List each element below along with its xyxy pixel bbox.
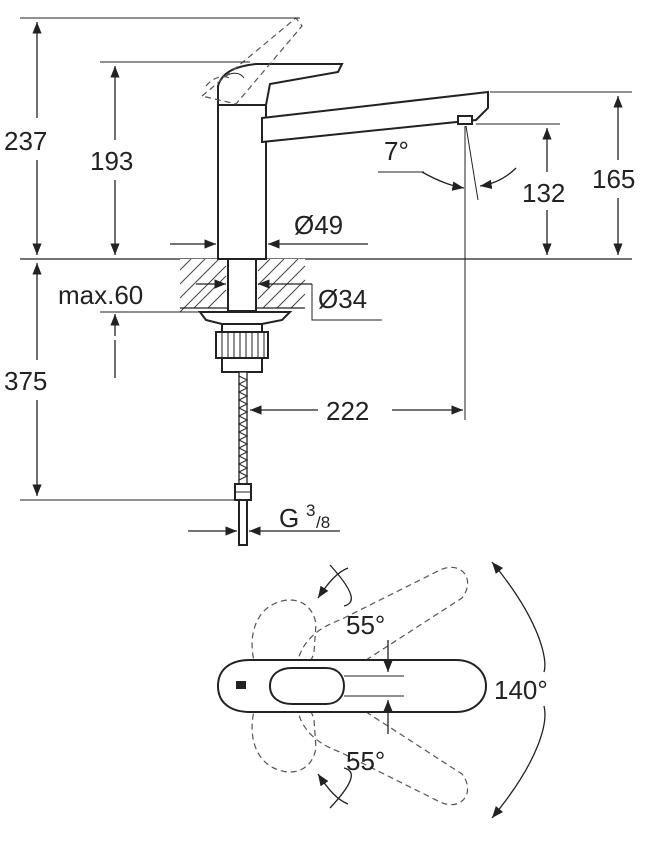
lever-handle (217, 63, 344, 106)
dim-total-height (20, 17, 300, 255)
lever-top (216, 659, 488, 713)
spout (261, 90, 489, 144)
shank (227, 258, 257, 312)
lever-right-lower-ghost (295, 684, 469, 806)
label-connection: G (279, 503, 299, 533)
dim-angle-upper (317, 567, 393, 672)
lever-right-upper-ghost (295, 566, 469, 688)
lever-left-upper-ghost (251, 599, 317, 680)
aerator (457, 115, 473, 125)
dim-spout-height (490, 91, 632, 255)
lever-grip-slot (268, 667, 346, 705)
side-view: 237 193 165 132 7° (4, 17, 635, 546)
label-tilt-angle: 7° (384, 136, 409, 166)
label-max-deck: max.60 (58, 280, 143, 310)
label-body-height: 193 (90, 146, 133, 176)
dim-angle-lower (317, 700, 393, 805)
lever-raised-ghost (200, 17, 303, 105)
lever-left-lower-ghost (251, 692, 317, 773)
label-total-height: 237 (4, 126, 47, 156)
dim-body-height (100, 61, 250, 255)
dim-angle-total (329, 561, 546, 819)
fixing-nut (198, 311, 293, 373)
label-connection-num: 3 (306, 501, 315, 520)
label-spout-clearance: 132 (522, 178, 565, 208)
label-spout-height: 165 (592, 164, 635, 194)
label-angle-total: 140° (494, 675, 548, 705)
label-connection-den: /8 (316, 513, 330, 532)
dim-shank-diameter (196, 279, 382, 321)
label-angle-upper: 55° (346, 610, 385, 640)
label-shank-diameter: Ø34 (318, 284, 367, 314)
dim-tilt-angle (378, 125, 517, 420)
supply-hose (234, 371, 252, 546)
dim-spout-clearance (476, 123, 560, 255)
label-body-diameter: Ø49 (294, 210, 343, 240)
faucet-body (217, 104, 267, 260)
label-angle-lower: 55° (346, 746, 385, 776)
dim-max-deck (100, 311, 230, 378)
top-view: 55° 55° 140° (216, 561, 548, 819)
dim-below-deck (20, 263, 240, 501)
lever-indicator (236, 681, 246, 689)
label-spout-reach: 222 (326, 396, 369, 426)
label-below-deck: 375 (4, 366, 47, 396)
